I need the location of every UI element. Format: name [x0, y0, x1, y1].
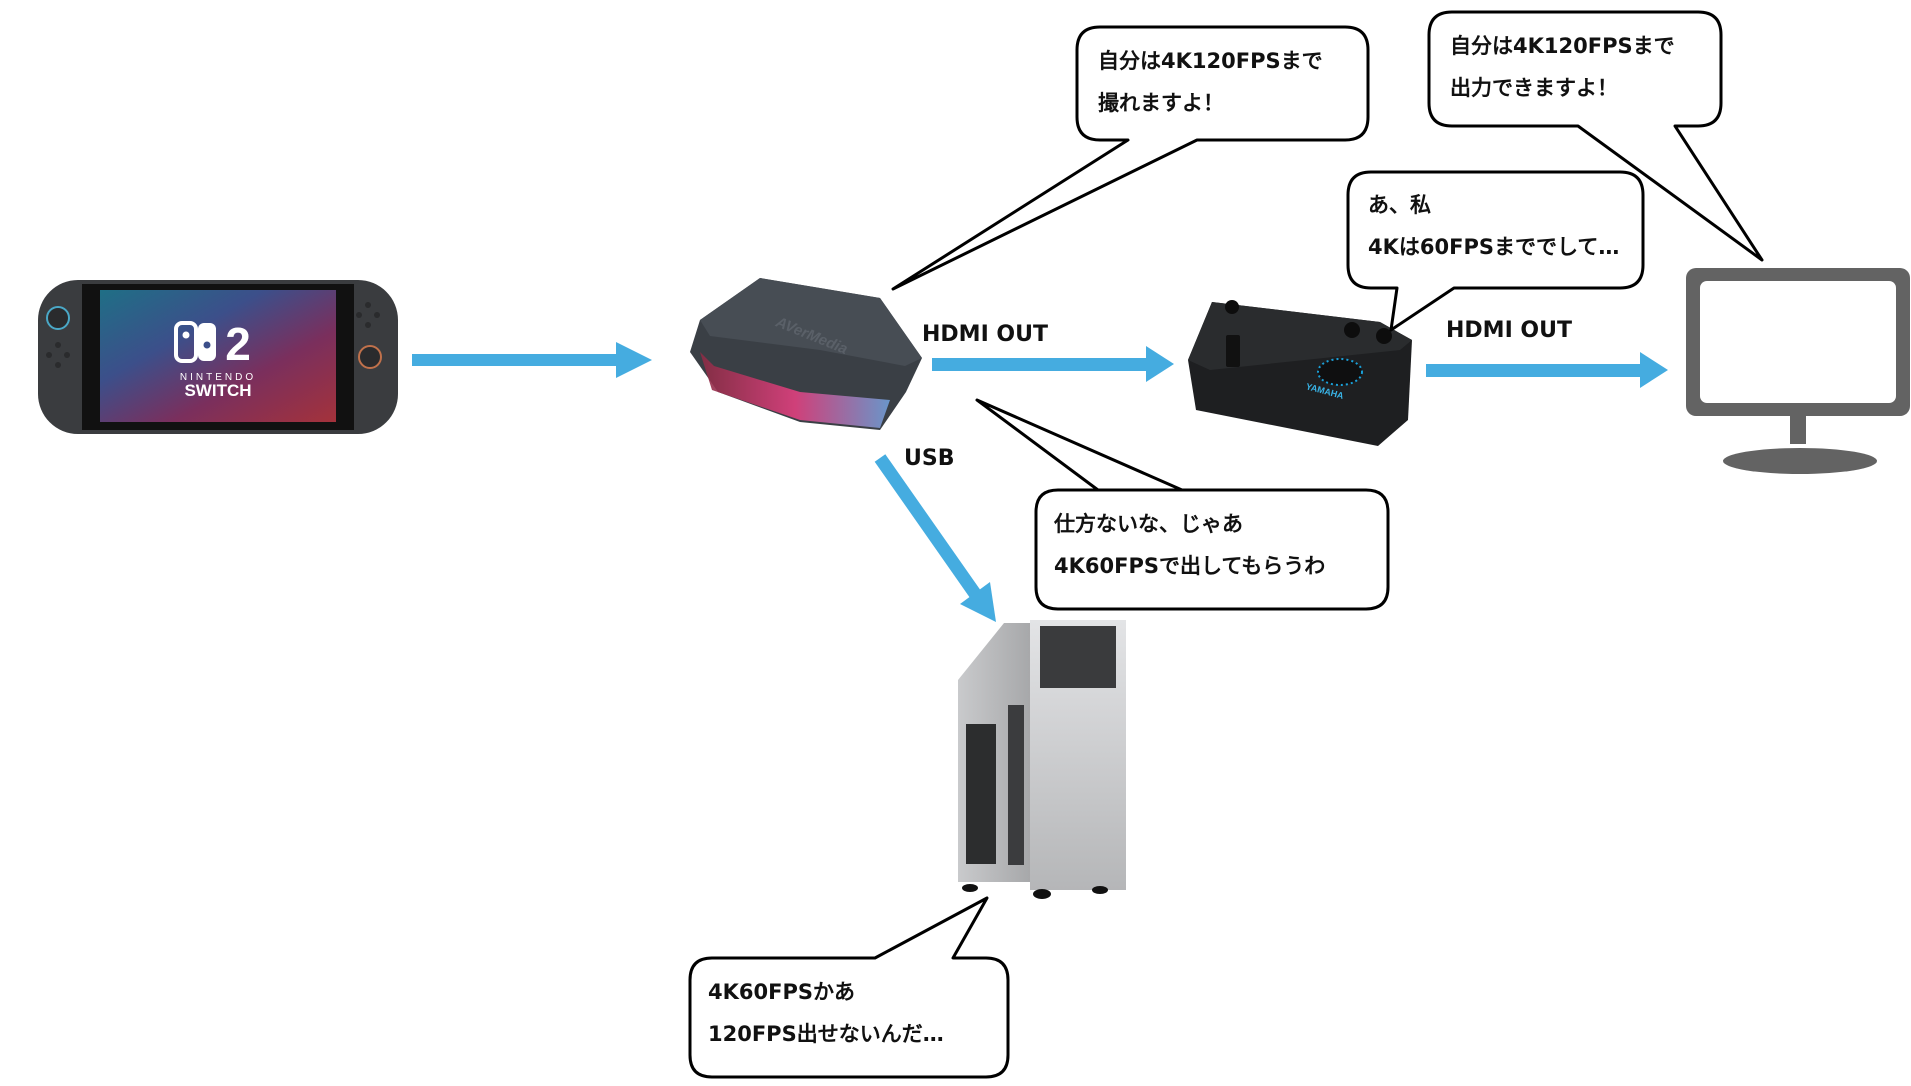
yamaha-mixer-device: YAMAHA: [1188, 300, 1412, 446]
switch-logo-switch: SWITCH: [184, 381, 251, 400]
bubble-monitor-shape: [1427, 10, 1764, 262]
mixer-knob-icon: [1344, 322, 1360, 338]
capture-led-strip: [700, 352, 890, 428]
monitor-device: [1686, 268, 1910, 474]
nintendo-switch-device: 2 NINTENDO SWITCH: [38, 280, 398, 434]
dpad-icon: [46, 342, 70, 368]
label-mixer-hdmi-out: HDMI OUT: [1446, 318, 1572, 343]
bubble-mixer-line2: 4Kは60FPSまででして…: [1368, 235, 1620, 259]
bubble-capture-reply-line1: 仕方ないな、じゃあ: [1054, 512, 1243, 536]
label-usb: USB: [904, 446, 955, 471]
bubble-mixer-line1: あ、私: [1368, 193, 1431, 217]
bubble-capture-line1: 自分は4K120FPSまで: [1098, 49, 1323, 73]
bubble-monitor: 自分は4K120FPSまで 出力できますよ！: [1450, 25, 1675, 109]
switch-logo-icon: [174, 321, 216, 363]
bubble-pc: 4K60FPSかあ 120FPS出せないんだ…: [708, 971, 944, 1055]
label-capture-hdmi-out: HDMI OUT: [922, 322, 1048, 347]
arrow-capture-to-mixer: [932, 346, 1174, 382]
switch-logo-number: 2: [225, 318, 251, 370]
mixer-knob-icon: [1376, 328, 1392, 344]
arrow-switch-to-capture: [412, 342, 652, 378]
arrow-mixer-to-monitor: [1426, 352, 1668, 388]
bubble-pc-shape: [688, 896, 1010, 1079]
switch-screen: [100, 290, 336, 422]
bubble-monitor-line2: 出力できますよ！: [1450, 76, 1618, 100]
bubble-capture-reply-shape: [975, 398, 1390, 611]
bubble-pc-line2: 120FPS出せないんだ…: [708, 1022, 944, 1046]
bubble-pc-line1: 4K60FPSかあ: [708, 980, 855, 1004]
bubble-capture-reply: 仕方ないな、じゃあ 4K60FPSで出してもらうわ: [1054, 503, 1325, 587]
bubble-capture-line2: 撮れますよ！: [1098, 91, 1224, 115]
bubble-mixer-shape: [1346, 170, 1645, 332]
mixer-fader-icon: [1226, 335, 1240, 367]
bubble-mixer: あ、私 4Kは60FPSまででして…: [1368, 184, 1619, 268]
mixer-volume-dial-icon: [1317, 358, 1363, 386]
bubble-capture-shape: [891, 25, 1370, 291]
bubble-monitor-line1: 自分は4K120FPSまで: [1450, 34, 1675, 58]
right-stick-icon: [358, 345, 382, 369]
pc-tower-device: [958, 620, 1126, 899]
arrow-capture-to-pc: [874, 454, 996, 622]
avermedia-capture-device: AVerMedia: [690, 278, 922, 430]
pc-drive-bays: [1040, 626, 1116, 688]
left-stick-icon: [46, 306, 70, 330]
switch-logo-nintendo: NINTENDO: [180, 372, 256, 383]
bubble-capture-reply-line2: 4K60FPSで出してもらうわ: [1054, 554, 1326, 578]
bubble-capture: 自分は4K120FPSまで 撮れますよ！: [1098, 40, 1323, 124]
pc-side-vent: [966, 724, 996, 864]
face-buttons-icon: [356, 302, 380, 328]
mixer-knob-icon: [1225, 300, 1239, 314]
